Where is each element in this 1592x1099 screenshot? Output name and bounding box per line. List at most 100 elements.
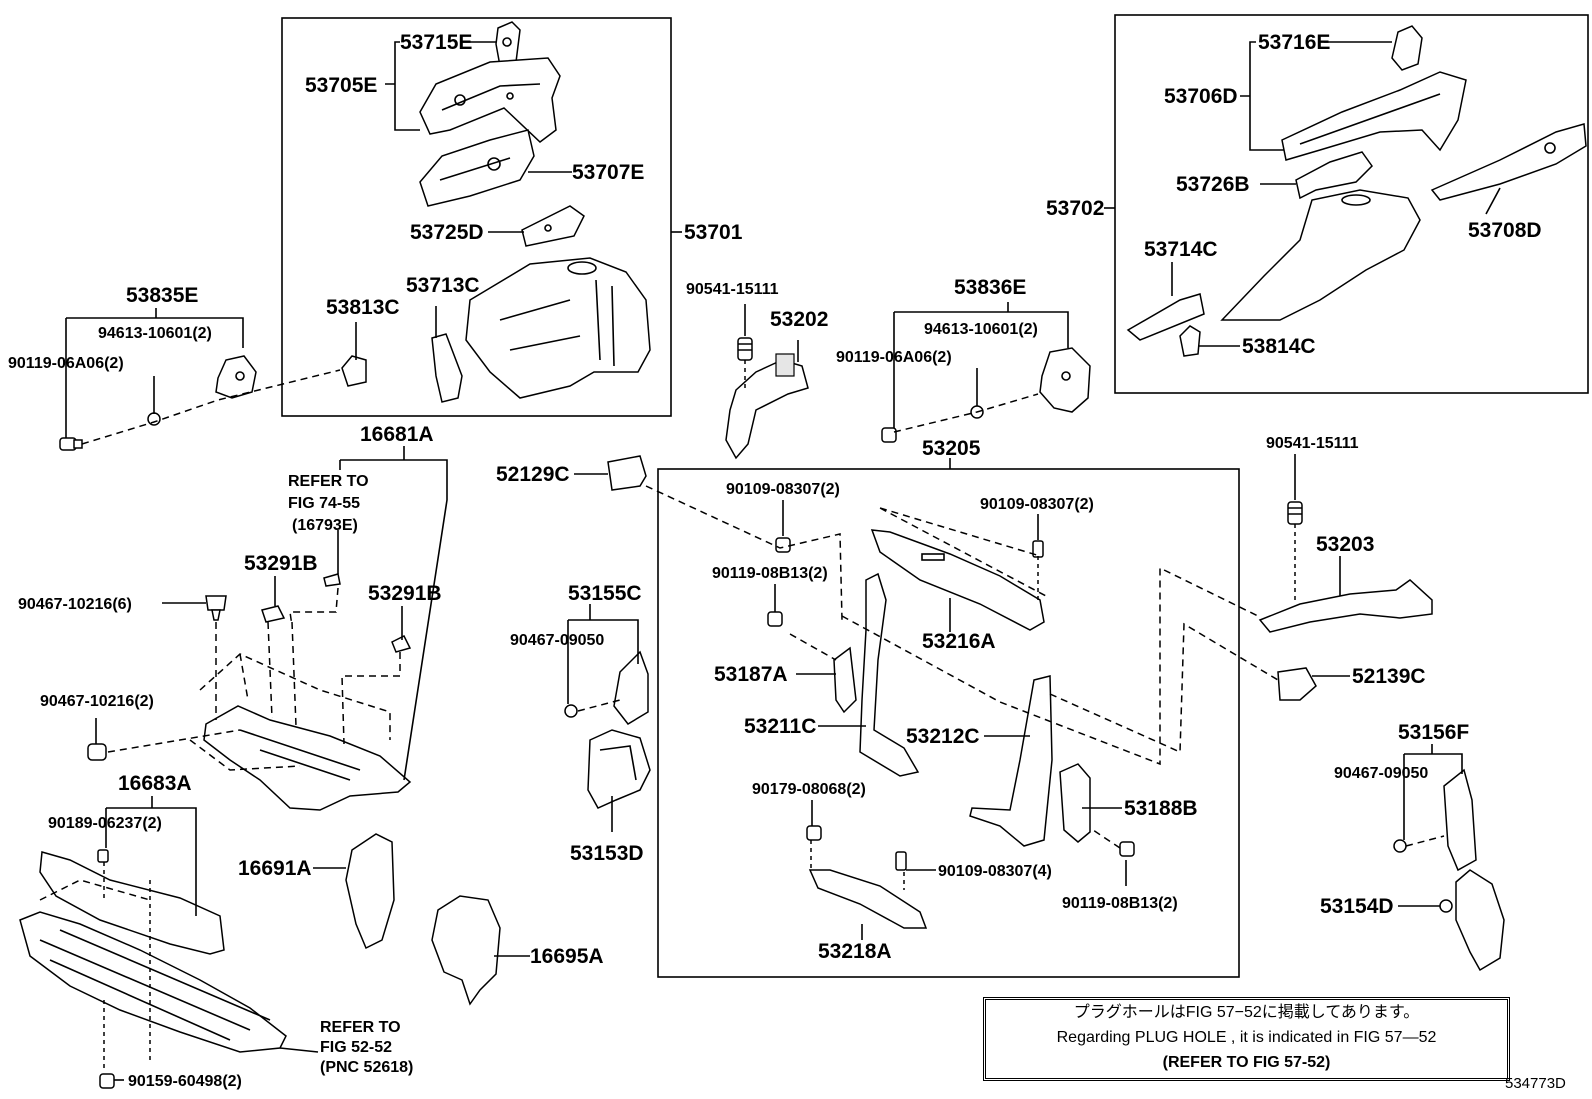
- part-53725D: [521, 205, 585, 247]
- label-53291B-a: 53291B: [244, 552, 318, 575]
- part-53216A: [870, 529, 1045, 631]
- label-94613-left: 94613-10601(2): [98, 325, 212, 342]
- assembly-line-53216A: [879, 507, 1047, 597]
- leader-53155C: [567, 604, 639, 704]
- part-53188B: [1059, 763, 1091, 843]
- leader-16681A: [339, 446, 448, 781]
- group-box-53205: [657, 468, 1240, 978]
- label-53211C: 53211C: [744, 715, 816, 738]
- bolt-90119-08B13-b: [1119, 841, 1135, 857]
- assembly-line-53203: [841, 566, 1259, 766]
- label-16683A: 16683A: [118, 772, 192, 795]
- part-53713C: [465, 257, 651, 399]
- leader-16683A: [105, 796, 197, 916]
- refer-52-52-line2: FIG 52-52: [320, 1039, 392, 1056]
- label-53702: 53702: [1046, 197, 1104, 220]
- leader-53835E: [65, 308, 244, 438]
- leader-53836E: [893, 302, 1069, 428]
- washer-94613-left: [147, 412, 161, 426]
- assembly-line-52129C: [645, 485, 843, 661]
- figure-code: 534773D: [1505, 1075, 1566, 1092]
- cap-90541-left: [737, 337, 753, 361]
- label-53188B: 53188B: [1124, 797, 1198, 820]
- refer-52-52-line1: REFER TO: [320, 1019, 401, 1036]
- label-53716E: 53716E: [1258, 31, 1330, 54]
- label-53714C: 53714C: [1144, 238, 1218, 261]
- bolt-90109-c: [895, 851, 907, 871]
- part-52129C: [607, 455, 647, 491]
- leader-refer-52-52: [279, 1047, 319, 1053]
- label-16681A: 16681A: [360, 423, 434, 446]
- label-90189: 90189-06237(2): [48, 815, 162, 832]
- label-53836E: 53836E: [954, 276, 1026, 299]
- label-53726B: 53726B: [1176, 173, 1250, 196]
- group-box-53702: [1114, 14, 1589, 394]
- part-52139C: [1277, 667, 1317, 701]
- refer-52-52-line3: (PNC 52618): [320, 1059, 413, 1076]
- leader-53708D: [1485, 187, 1501, 215]
- refer-74-55-line1: REFER TO: [288, 473, 369, 490]
- label-90109-b: 90109-08307(2): [980, 496, 1094, 513]
- label-53813C: 53813C: [326, 296, 400, 319]
- part-53702-apron: [1220, 189, 1421, 321]
- label-53705E: 53705E: [305, 74, 377, 97]
- part-53716E: [1391, 25, 1423, 71]
- part-53713C-bracket: [431, 333, 463, 403]
- label-90179: 90179-08068(2): [752, 781, 866, 798]
- part-53835E-bracket: [215, 355, 257, 399]
- part-53714C: [1126, 293, 1205, 341]
- leader-53156F: [1403, 744, 1463, 840]
- label-90109-c: 90109-08307(4): [938, 863, 1052, 880]
- part-53814C: [1179, 325, 1201, 357]
- note-reference: (REFER TO FIG 57-52): [1162, 1054, 1331, 1071]
- label-53701: 53701: [684, 221, 743, 244]
- nut-90467-10216-b: [87, 743, 107, 761]
- group-box-53701: [281, 17, 672, 417]
- clip-90467-10216-a: [205, 595, 227, 621]
- part-53218A: [808, 869, 928, 929]
- label-90541-left: 90541-15111: [686, 281, 779, 298]
- part-under-cover: [19, 911, 287, 1053]
- part-53202: [725, 353, 809, 460]
- clip-90467-09050-right: [1393, 839, 1407, 853]
- leader-53705E: [385, 41, 420, 131]
- label-53725D: 53725D: [410, 221, 484, 244]
- label-53708D: 53708D: [1468, 219, 1542, 242]
- label-53713C: 53713C: [406, 274, 480, 297]
- assembly-line-16681A-clips: [215, 587, 401, 745]
- cap-90541-right: [1287, 501, 1303, 525]
- part-16691A: [345, 833, 395, 950]
- assembly-line-52139C: [1049, 622, 1279, 754]
- bolt-90119-08B13-a: [767, 611, 783, 627]
- part-53836E-bracket: [1039, 347, 1091, 413]
- assembly-line-53218A: [810, 840, 905, 890]
- clip-90467-09050-left: [564, 704, 578, 718]
- note-english: Regarding PLUG HOLE , it is indicated in…: [1056, 1029, 1437, 1046]
- refer-74-55-line2: FIG 74-55: [288, 495, 360, 512]
- label-16695A: 16695A: [530, 945, 604, 968]
- assembly-line-53836E: [893, 393, 1039, 433]
- part-53708D: [1430, 123, 1587, 201]
- bolt-90119-06A06-left: [59, 437, 83, 451]
- label-53216A: 53216A: [922, 630, 996, 653]
- label-53715E: 53715E: [400, 31, 472, 54]
- part-53153D: [587, 729, 651, 809]
- label-53291B-b: 53291B: [368, 582, 442, 605]
- label-90119-08B13-a: 90119-08B13(2): [712, 565, 828, 582]
- part-53212C: [969, 675, 1053, 847]
- label-53153D: 53153D: [570, 842, 644, 865]
- part-53187A: [833, 646, 857, 714]
- label-90119-06A06-right: 90119-06A06(2): [836, 349, 952, 366]
- label-90467-09050-right: 90467-09050: [1334, 765, 1428, 782]
- label-53203: 53203: [1316, 533, 1374, 556]
- label-90119-08B13-b: 90119-08B13(2): [1062, 895, 1178, 912]
- part-53705E: [419, 57, 561, 143]
- part-16683A: [39, 851, 225, 955]
- label-53187A: 53187A: [714, 663, 788, 686]
- assembly-line-53156F: [1405, 835, 1445, 847]
- label-53205: 53205: [922, 437, 981, 460]
- label-53202: 53202: [770, 308, 828, 331]
- label-16691A: 16691A: [238, 857, 312, 880]
- part-53707E: [419, 129, 535, 207]
